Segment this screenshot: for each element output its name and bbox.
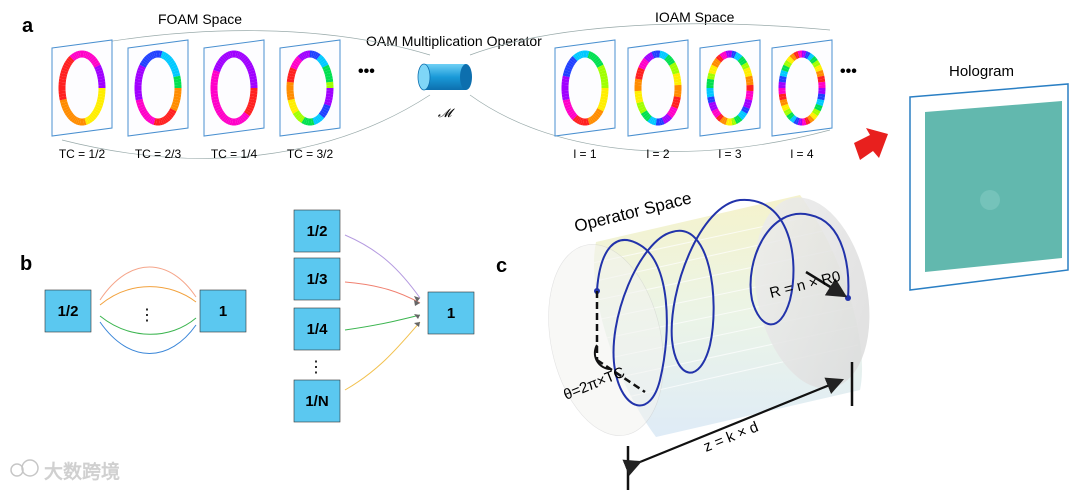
foam-space-title: FOAM Space — [158, 11, 242, 27]
ioam-frame-3: l = 3 — [699, 39, 761, 161]
right-arrowheads — [414, 296, 420, 327]
right-source-label-3: 1/4 — [307, 321, 329, 338]
right-source-label-2: 1/3 — [307, 271, 328, 288]
watermark-text: 大数跨境 — [44, 460, 120, 483]
foam-frame-4: TC = 3/2 — [279, 39, 341, 161]
helix-end-point — [845, 295, 851, 301]
ioam-ring-2 — [634, 50, 682, 126]
length-indicator — [622, 362, 854, 490]
panel-c-letter: c — [496, 255, 507, 277]
foam-ring-1 — [58, 50, 106, 126]
left-source-box: 1/2 — [44, 289, 92, 333]
left-dots: ⋮ — [139, 307, 155, 324]
foam-frame-3: TC = 1/4 — [203, 39, 265, 161]
right-source-box-2: 1/3 — [293, 257, 341, 301]
panel-a-letter: a — [22, 15, 34, 37]
ioam-ring-1 — [561, 50, 609, 126]
foam-ring-4 — [286, 50, 334, 126]
right-source-box-4: 1/N — [293, 379, 341, 423]
ioam-frame-1: l = 1 — [554, 39, 616, 161]
operator-cylinder — [417, 63, 472, 91]
panel-b-letter: b — [20, 253, 32, 275]
left-source-label: 1/2 — [58, 303, 79, 320]
foam-label-1: TC = 1/2 — [59, 147, 106, 161]
ioam-frames: l = 1 l = 2 l = 3 l = 4 — [554, 39, 833, 161]
ioam-ring-4 — [778, 50, 826, 126]
hologram-title: Hologram — [949, 63, 1014, 80]
ioam-space-title: IOAM Space — [655, 9, 735, 25]
operator-symbol: 𝓜 — [438, 106, 455, 120]
ioam-label-2: l = 2 — [646, 147, 669, 161]
right-source-label-4: 1/N — [305, 393, 328, 410]
right-source-box-3: 1/4 — [293, 307, 341, 351]
right-source-label-1: 1/2 — [307, 223, 328, 240]
ioam-label-3: l = 3 — [718, 147, 741, 161]
right-arrows — [344, 234, 421, 391]
left-target-box: 1 — [199, 289, 247, 333]
hologram-panel — [909, 83, 1069, 291]
foam-label-2: TC = 2/3 — [135, 147, 182, 161]
foam-ellipsis: ••• — [358, 63, 375, 80]
foam-ring-2 — [134, 50, 182, 126]
right-source-box-1: 1/2 — [293, 209, 341, 253]
left-target-label: 1 — [219, 303, 227, 320]
right-target-label: 1 — [447, 305, 455, 322]
foam-label-3: TC = 1/4 — [211, 147, 258, 161]
right-source-boxes: 1/2 1/3 1/4 1/N — [293, 209, 341, 423]
radius-arrow — [805, 270, 848, 298]
watermark: 大数跨境 — [10, 459, 120, 483]
operator-title: OAM Multiplication Operator — [366, 33, 542, 49]
ioam-frame-2: l = 2 — [627, 39, 689, 161]
ioam-ring-3 — [706, 50, 754, 126]
red-arrow — [854, 128, 888, 160]
foam-ring-3 — [210, 50, 258, 126]
foam-frame-2: TC = 2/3 — [127, 39, 189, 161]
ioam-label-4: l = 4 — [790, 147, 813, 161]
right-target-box: 1 — [427, 291, 475, 335]
foam-label-4: TC = 3/2 — [287, 147, 334, 161]
foam-frame-1: TC = 1/2 — [51, 39, 113, 161]
ioam-ellipsis: ••• — [840, 63, 857, 80]
right-dots: ⋮ — [308, 359, 324, 376]
ioam-frame-4: l = 4 — [771, 39, 833, 161]
beam-outlines — [61, 23, 831, 159]
helix-path — [596, 198, 850, 407]
foam-frames: TC = 1/2 TC = 2/3 TC = 1/4 TC = 3/2 — [51, 39, 341, 161]
ioam-label-1: l = 1 — [573, 147, 596, 161]
left-arrows — [99, 266, 197, 354]
